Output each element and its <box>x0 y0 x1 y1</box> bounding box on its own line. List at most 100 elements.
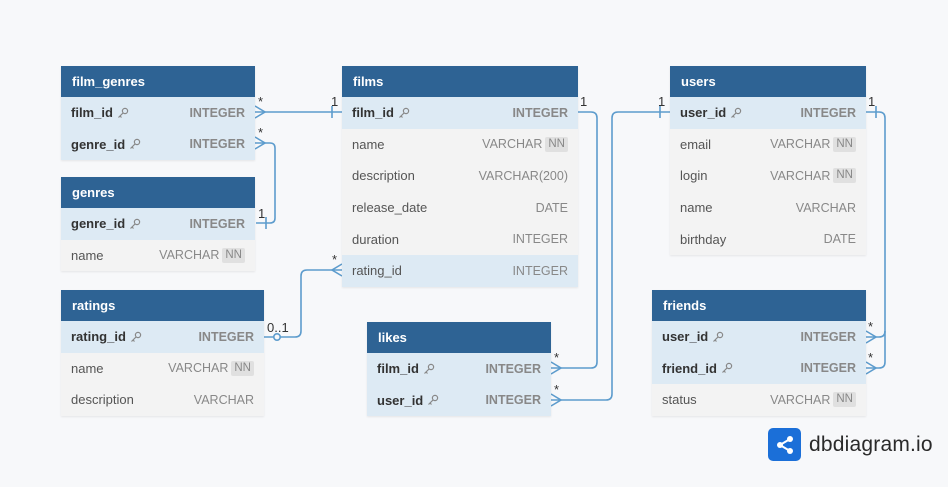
key-icon <box>713 331 724 342</box>
field-row[interactable]: rating_id INTEGER <box>61 321 264 353</box>
cardinality-many: * <box>332 252 338 267</box>
key-icon <box>130 331 142 342</box>
field-name: name <box>352 136 385 152</box>
field-type: INTEGER <box>485 361 541 376</box>
cardinality-zero-or-one: 0..1 <box>267 320 289 335</box>
field-name: rating_id <box>352 263 402 279</box>
field-type: VARCHAR <box>193 392 254 407</box>
cardinality-one: 1 <box>331 94 339 109</box>
field-type: VARCHAR <box>482 137 543 152</box>
field-type: INTEGER <box>800 105 856 120</box>
not-null-badge: NN <box>222 247 245 263</box>
field-row[interactable]: duration INTEGER <box>342 223 578 255</box>
table-likes[interactable]: likes film_id INTEGER user_id INTEGER <box>367 322 551 417</box>
field-type: INTEGER <box>512 232 568 247</box>
field-row[interactable]: description VARCHAR(200) <box>342 160 578 192</box>
field-row[interactable]: release_date DATE <box>342 192 578 224</box>
crow-foot-likes-userid <box>550 393 563 407</box>
table-film-genres[interactable]: film_genres film_id INTEGER genre_id INT… <box>61 66 255 161</box>
field-row[interactable]: film_id INTEGER <box>367 353 551 385</box>
cardinality-many: * <box>258 94 264 109</box>
table-header[interactable]: film_genres <box>61 66 255 97</box>
crow-foot-friends-userid <box>865 330 878 344</box>
key-icon <box>423 363 435 374</box>
table-header[interactable]: ratings <box>61 290 264 321</box>
not-null-badge: NN <box>545 136 568 152</box>
not-null-badge: NN <box>231 360 254 376</box>
field-type: INTEGER <box>189 137 245 152</box>
field-name: film_id <box>377 361 419 377</box>
table-header[interactable]: users <box>670 66 866 97</box>
field-row[interactable]: birthday DATE <box>670 223 866 255</box>
field-row[interactable]: friend_id INTEGER <box>652 352 866 385</box>
cardinality-many: * <box>868 350 874 365</box>
crow-foot-likes-filmid <box>550 361 563 375</box>
field-type: VARCHAR <box>770 168 831 183</box>
link-filmgenres-genres <box>255 142 276 224</box>
field-row[interactable]: genre_id INTEGER <box>61 208 255 240</box>
field-row[interactable]: user_id INTEGER <box>367 384 551 417</box>
field-row[interactable]: user_id INTEGER <box>652 321 866 353</box>
zero-circle-ratings <box>272 332 281 341</box>
field-name: description <box>352 168 415 184</box>
field-type: INTEGER <box>512 105 568 120</box>
key-icon <box>117 107 129 118</box>
cardinality-one: 1 <box>868 94 876 109</box>
key-icon <box>130 139 141 150</box>
link-users-likes <box>551 111 670 401</box>
field-type: VARCHAR <box>168 361 229 376</box>
field-name: name <box>71 360 104 376</box>
brand-name: dbdiagram.io <box>809 432 933 456</box>
table-friends[interactable]: friends user_id INTEGER friend_id INTEGE… <box>652 290 866 416</box>
share-nodes-icon <box>768 428 801 461</box>
field-type: INTEGER <box>189 216 245 231</box>
field-row[interactable]: description VARCHAR <box>61 384 264 416</box>
field-type: INTEGER <box>198 329 254 344</box>
crow-foot-filmgenres-genreid <box>254 136 267 150</box>
cardinality-one: 1 <box>658 94 666 109</box>
field-row[interactable]: rating_id INTEGER <box>342 254 578 287</box>
field-name: name <box>680 200 713 216</box>
field-row[interactable]: genre_id INTEGER <box>61 128 255 161</box>
field-row[interactable]: name VARCHAR <box>670 192 866 224</box>
field-name: rating_id <box>71 329 126 345</box>
cardinality-one: 1 <box>258 206 266 221</box>
key-icon <box>130 218 141 229</box>
table-header[interactable]: genres <box>61 177 255 208</box>
not-null-badge: NN <box>833 168 856 184</box>
field-row[interactable]: film_id INTEGER <box>342 97 578 129</box>
field-row[interactable]: film_id INTEGER <box>61 97 255 129</box>
field-row[interactable]: user_id INTEGER <box>670 97 866 129</box>
link-ratings-films <box>264 269 342 338</box>
field-name: release_date <box>352 200 428 216</box>
field-type: INTEGER <box>189 105 245 120</box>
field-type: VARCHAR(200) <box>478 168 568 183</box>
field-name: duration <box>352 231 399 247</box>
field-name: status <box>662 392 697 408</box>
not-null-badge: NN <box>833 136 856 152</box>
brand-logo[interactable]: dbdiagram.io <box>768 428 933 461</box>
table-header[interactable]: likes <box>367 322 551 353</box>
field-type: INTEGER <box>485 393 541 408</box>
field-type: VARCHAR <box>159 248 220 263</box>
field-name: friend_id <box>662 360 717 376</box>
table-header[interactable]: films <box>342 66 578 97</box>
field-name: genre_id <box>71 136 126 152</box>
field-name: user_id <box>680 105 727 121</box>
crow-foot-friends-friendid <box>865 361 878 375</box>
field-name: login <box>680 168 708 184</box>
table-header[interactable]: friends <box>652 290 866 321</box>
key-icon <box>398 107 410 118</box>
